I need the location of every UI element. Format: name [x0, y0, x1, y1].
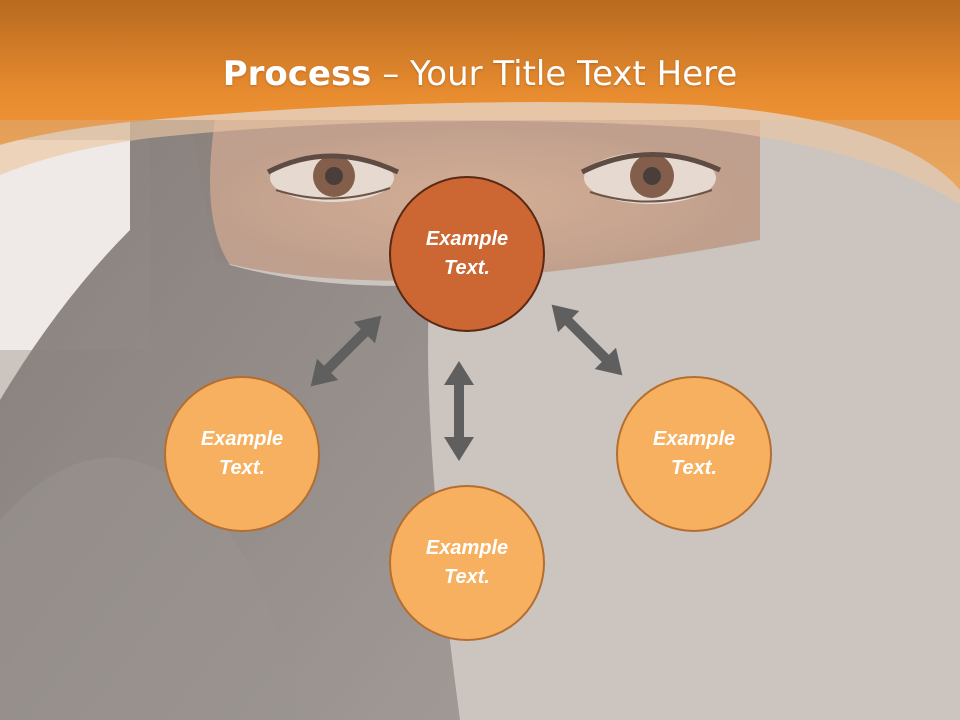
node-top-line2: Text. — [444, 257, 490, 279]
node-left-line2: Text. — [219, 457, 265, 479]
node-right-line1: Example — [652, 428, 736, 450]
node-bottom[interactable]: Example Text. — [389, 485, 545, 641]
node-top-line1: Example — [425, 228, 509, 250]
node-bottom-text: Example Text. — [426, 534, 508, 592]
eye-right — [580, 152, 722, 204]
node-top-text: Example Text. — [426, 225, 508, 283]
node-left[interactable]: Example Text. — [164, 376, 320, 532]
node-left-text: Example Text. — [201, 425, 283, 483]
node-right-line2: Text. — [671, 457, 717, 479]
node-right-text: Example Text. — [653, 425, 735, 483]
node-bottom-line2: Text. — [444, 566, 490, 588]
title-bold: Process — [222, 54, 372, 94]
node-right[interactable]: Example Text. — [616, 376, 772, 532]
node-bottom-line1: Example — [425, 537, 509, 559]
node-top[interactable]: Example Text. — [389, 176, 545, 332]
node-left-line1: Example — [200, 428, 284, 450]
eye-left — [266, 153, 400, 202]
slide-title: Process – Your Title Text Here — [0, 52, 960, 96]
double-arrow-right-icon — [551, 304, 623, 376]
title-rest: – Your Title Text Here — [371, 54, 738, 94]
double-arrow-vertical-icon — [444, 361, 474, 461]
double-arrow-left-icon — [310, 315, 382, 387]
